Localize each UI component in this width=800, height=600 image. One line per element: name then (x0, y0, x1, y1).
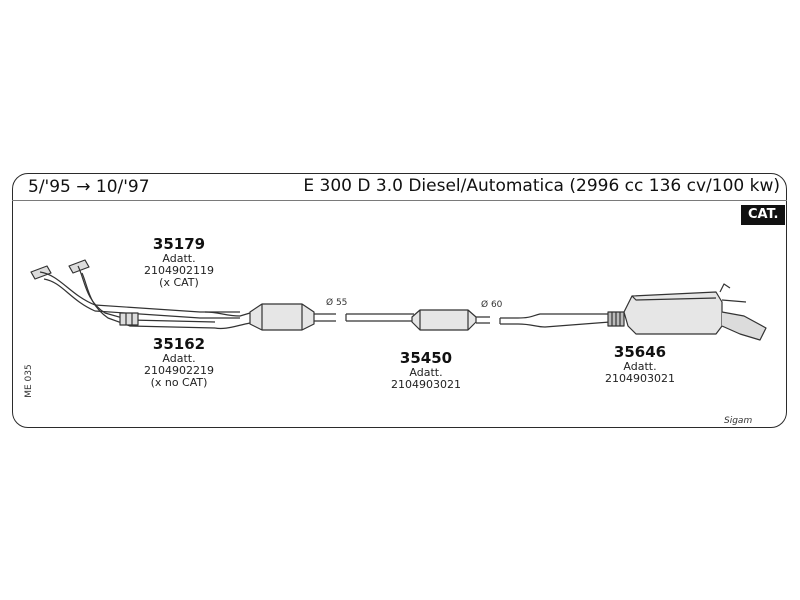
diameter-55-label: Ø 55 (326, 298, 348, 308)
part-note: Adatt. (623, 360, 657, 373)
part-note: (x no CAT) (150, 376, 208, 389)
diameter-60-label: Ø 60 (481, 300, 503, 310)
part-note: Adatt. (409, 366, 443, 379)
part-code: 2104903021 (391, 378, 461, 391)
model-title: E 300 D 3.0 Diesel/Automatica (2996 cc 1… (303, 176, 780, 196)
part-code: 2104903021 (605, 372, 675, 385)
pipe-bracket (119, 312, 139, 326)
diagram-frame (12, 173, 787, 428)
diagram-code: ME 035 (23, 364, 34, 398)
downpipe-lower (77, 265, 216, 323)
part-number: 35450 (399, 349, 453, 367)
part-number: 35179 (152, 235, 206, 253)
title-divider (12, 200, 787, 201)
cat-badge: CAT. (741, 205, 786, 225)
part-code: 2104902219 (144, 364, 214, 377)
catalytic-converter (249, 303, 315, 331)
part-note: Adatt. (162, 252, 196, 265)
part-label-35646: 35646 Adatt. 2104903021 (600, 344, 680, 385)
part-note: Adatt. (162, 352, 196, 365)
flange-right (68, 259, 90, 274)
date-range: 5/'95 → 10/'97 (28, 177, 150, 197)
brand-mark: Sigam (724, 416, 753, 426)
part-code: 2104902119 (144, 264, 214, 277)
part-label-35162: 35162 Adatt. 2104902219 (x no CAT) (140, 336, 218, 389)
part-label-35450: 35450 Adatt. 2104903021 (386, 350, 466, 391)
middle-silencer (411, 309, 477, 331)
part-label-35179: 35179 Adatt. 2104902119 (x CAT) (140, 236, 218, 289)
part-number: 35162 (152, 335, 206, 353)
part-note: (x CAT) (159, 276, 199, 289)
rear-pipe (499, 313, 611, 328)
tailpipe (721, 311, 767, 341)
part-number: 35646 (613, 343, 667, 361)
